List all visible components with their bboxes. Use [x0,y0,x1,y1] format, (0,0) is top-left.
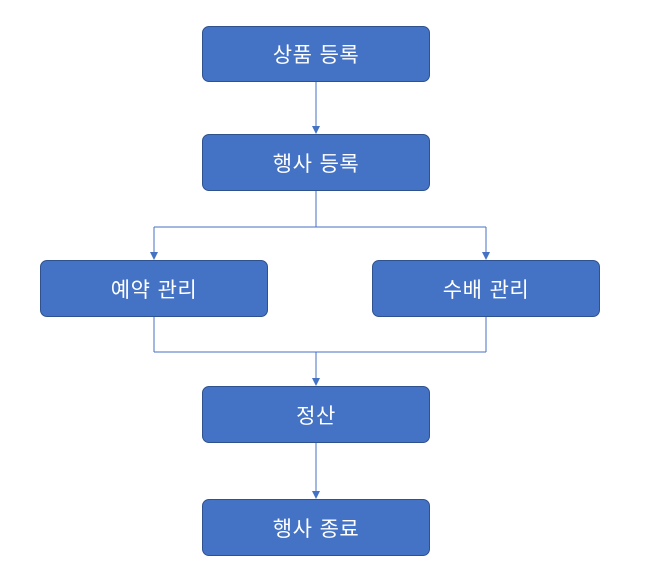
node-event-registration: 행사 등록 [202,134,430,191]
node-event-end: 행사 종료 [202,499,430,556]
node-label: 정산 [296,403,336,428]
node-settlement: 정산 [202,386,430,443]
node-label: 수배 관리 [442,277,530,302]
node-reservation-management: 예약 관리 [40,260,268,317]
node-product-registration: 상품 등록 [202,26,430,82]
node-label: 상품 등록 [272,43,360,67]
node-label: 행사 종료 [272,516,360,541]
node-arrangement-management: 수배 관리 [372,260,600,317]
node-label: 행사 등록 [272,151,360,176]
node-label: 예약 관리 [110,277,198,302]
